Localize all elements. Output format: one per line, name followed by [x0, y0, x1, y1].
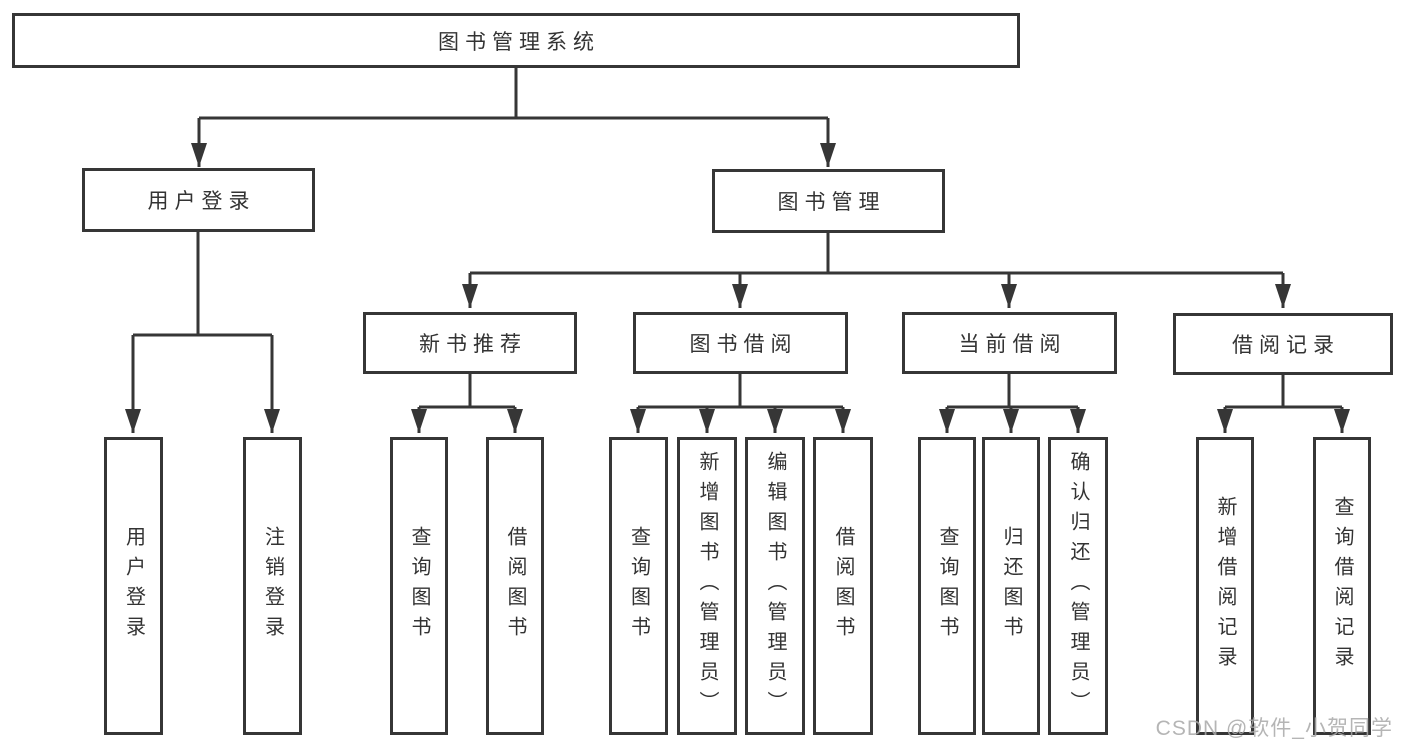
node-borrow-records: 借阅记录 [1173, 313, 1393, 375]
node-new-book-recommend: 新书推荐 [363, 312, 577, 374]
leaf-cb-query-books: 查询图书 [918, 437, 976, 735]
leaf-bb-edit-books-admin: 编辑图书（管理员） [745, 437, 805, 735]
leaf-cb-confirm-return-admin: 确认归还（管理员） [1048, 437, 1108, 735]
leaf-nbr-borrow-books-label: 借阅图书 [504, 526, 526, 646]
node-current-borrow-label: 当前借阅 [958, 333, 1067, 356]
leaf-bb-add-books-admin-label: 新增图书（管理员） [696, 451, 718, 721]
leaf-logout-label: 注销登录 [261, 526, 284, 646]
node-new-book-recommend-label: 新书推荐 [419, 333, 527, 356]
node-root-label: 图书管理系统 [438, 30, 600, 54]
leaf-logout: 注销登录 [243, 437, 302, 735]
leaf-nbr-query-books: 查询图书 [390, 437, 448, 735]
leaf-cb-query-books-label: 查询图书 [936, 526, 958, 646]
leaf-nbr-borrow-books: 借阅图书 [486, 437, 544, 735]
leaf-bb-query-books: 查询图书 [609, 437, 668, 735]
node-borrow-records-label: 借阅记录 [1232, 334, 1340, 357]
leaf-bb-borrow-books-label: 借阅图书 [832, 526, 854, 646]
node-current-borrow: 当前借阅 [902, 312, 1117, 374]
node-book-borrow: 图书借阅 [633, 312, 848, 374]
leaf-cb-confirm-return-admin-label: 确认归还（管理员） [1067, 451, 1089, 721]
leaf-br-add-record: 新增借阅记录 [1196, 437, 1254, 735]
leaf-cb-return-books: 归还图书 [982, 437, 1040, 735]
leaf-user-login: 用户登录 [104, 437, 163, 735]
leaf-br-query-record-label: 查询借阅记录 [1331, 496, 1353, 676]
leaf-br-query-record: 查询借阅记录 [1313, 437, 1371, 735]
leaf-bb-borrow-books: 借阅图书 [813, 437, 873, 735]
node-user-login-label: 用户登录 [147, 190, 256, 213]
leaf-user-login-label: 用户登录 [122, 526, 145, 646]
leaf-bb-query-books-label: 查询图书 [627, 526, 650, 646]
watermark: CSDN @软件_小贺同学 [1155, 717, 1393, 740]
node-root-system: 图书管理系统 [12, 13, 1020, 68]
leaf-bb-add-books-admin: 新增图书（管理员） [677, 437, 737, 735]
node-book-management-label: 图书管理 [777, 191, 886, 214]
node-book-borrow-label: 图书借阅 [689, 333, 798, 356]
node-book-management: 图书管理 [712, 169, 945, 233]
leaf-br-add-record-label: 新增借阅记录 [1214, 496, 1236, 676]
leaf-bb-edit-books-admin-label: 编辑图书（管理员） [764, 451, 786, 721]
node-user-login: 用户登录 [82, 168, 315, 232]
leaf-nbr-query-books-label: 查询图书 [408, 526, 430, 646]
leaf-cb-return-books-label: 归还图书 [1000, 526, 1022, 646]
